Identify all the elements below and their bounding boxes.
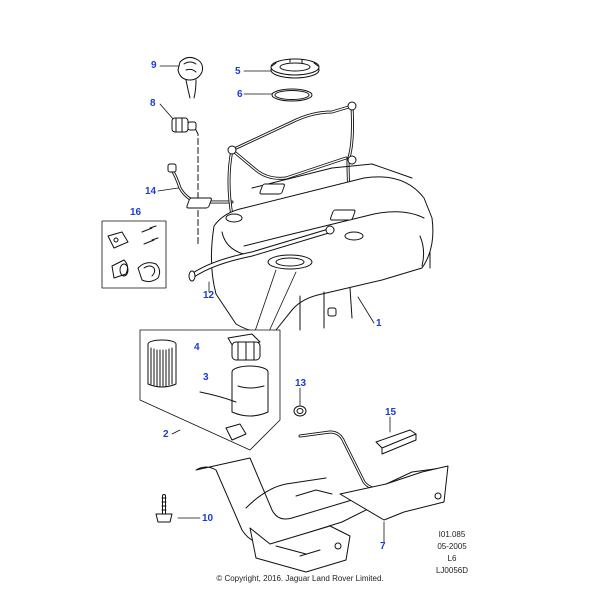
callout-15: 15 xyxy=(385,407,397,418)
callout-5: 5 xyxy=(235,66,241,77)
clip-part xyxy=(177,56,203,99)
callout-13: 14 xyxy=(145,186,157,197)
callout-16: 16 xyxy=(130,207,142,218)
callout-4: 4 xyxy=(194,342,200,353)
fixing-kit-box xyxy=(101,220,167,289)
callout-10: 10 xyxy=(202,513,214,524)
fuel-filter-part xyxy=(147,339,177,388)
callout-12: 12 xyxy=(203,290,215,301)
callout-6: 6 xyxy=(237,89,243,100)
callout-2: 2 xyxy=(163,429,169,440)
grommet-part xyxy=(293,405,307,417)
ref-date: 05-2005 xyxy=(437,542,467,551)
fuel-pump-module-part xyxy=(199,333,269,441)
callout-1: 1 xyxy=(376,318,382,329)
callout-14: 13 xyxy=(295,378,307,389)
ref-model: L6 xyxy=(447,554,457,563)
tank-strap-bracket-part xyxy=(195,430,449,573)
seal-part xyxy=(271,88,313,102)
module-to-tank-leaders xyxy=(251,269,297,341)
vent-pipe-part xyxy=(167,163,234,204)
filler-pipe-part xyxy=(188,225,335,282)
fuel-tank-part xyxy=(186,163,434,333)
callout-3: 3 xyxy=(203,372,209,383)
callout-8: 8 xyxy=(150,98,156,109)
valve-part xyxy=(171,117,199,245)
ref-code: I01.085 xyxy=(438,530,466,539)
bolt-part xyxy=(155,494,173,523)
locking-ring-part xyxy=(270,58,320,79)
callout-7: 7 xyxy=(380,541,386,552)
callout-9: 9 xyxy=(151,60,157,71)
copyright-notice: © Copyright, 2016. Jaguar Land Rover Lim… xyxy=(216,574,384,583)
insulation-pad-part xyxy=(375,429,417,455)
ref-drawing-id: LJ0056D xyxy=(435,566,469,575)
